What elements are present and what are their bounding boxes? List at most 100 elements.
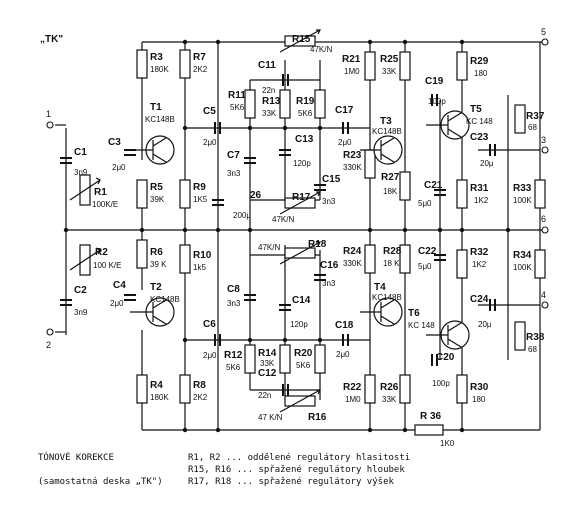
label-r34: R34 — [513, 250, 532, 261]
transistor-t3 — [360, 135, 403, 165]
value-r30: 180 — [472, 395, 486, 404]
label-r18: R18 — [308, 239, 327, 250]
value-c22: 5μ0 — [418, 262, 432, 271]
label-c5: C5 — [203, 106, 216, 117]
terminal-6: 6 — [541, 214, 546, 224]
label-c19: C19 — [425, 76, 444, 87]
value-r13: 33K — [262, 109, 277, 118]
label-c17: C17 — [335, 105, 354, 116]
capacitor-c13 — [279, 149, 291, 156]
value-r31: 1K2 — [474, 196, 489, 205]
label-t3: T3 — [380, 116, 392, 127]
label-t5: T5 — [470, 104, 482, 115]
capacitor-c1 — [60, 157, 72, 164]
capacitors — [60, 74, 496, 396]
label-r36: R 36 — [420, 411, 442, 422]
resistor-r10 — [179, 244, 191, 274]
value-r10: 1k5 — [193, 263, 206, 272]
capacitor-c19 — [431, 94, 438, 106]
resistor-r26 — [399, 374, 411, 404]
transistor-t4 — [360, 297, 403, 327]
caption-line-3: R17, R18 ... spřažené regulátory výšek — [188, 477, 394, 487]
terminal-4: 4 — [541, 290, 546, 300]
resistor-r3 — [136, 49, 148, 79]
label-c8: C8 — [227, 284, 240, 295]
terminal-1: 1 — [46, 109, 51, 119]
resistor-r13 — [279, 89, 291, 119]
label-r20: R20 — [294, 348, 313, 359]
label-c26: 26 — [250, 190, 262, 201]
resistor-r32 — [456, 249, 468, 279]
label-r6: R6 — [150, 247, 163, 258]
value-r12: 5K6 — [226, 363, 241, 372]
label-r9: R9 — [193, 182, 206, 193]
resistor-r29 — [456, 51, 468, 81]
label-c11: C11 — [258, 60, 276, 71]
label-t1: T1 — [150, 102, 162, 113]
label-r37: R37 — [526, 111, 545, 122]
value-r22: 1M0 — [345, 395, 361, 404]
label-r4: R4 — [150, 380, 163, 391]
value-r34: 100K — [513, 263, 532, 272]
capacitor-c11 — [282, 74, 289, 86]
label-r3: R3 — [150, 52, 163, 63]
value-c18: 2μ0 — [336, 350, 350, 359]
caption-line-2: R15, R16 ... spřažené regulátory hloubek — [188, 465, 405, 475]
value-r18: 47K/N — [258, 243, 280, 252]
schematic-diagram: „TK" — [40, 27, 549, 448]
label-r23: R23 — [343, 150, 362, 161]
label-c18: C18 — [335, 320, 354, 331]
label-r29: R29 — [470, 56, 489, 67]
value-c24: 20μ — [478, 320, 492, 329]
value-c23: 20μ — [480, 159, 494, 168]
value-r15: 47K/N — [310, 45, 332, 54]
label-c1: C1 — [74, 147, 87, 158]
caption-line-1: R1, R2 ... oddělené regulátory hlasitost… — [188, 453, 411, 463]
value-r29: 180 — [474, 69, 488, 78]
value-c8: 3n3 — [227, 299, 241, 308]
value-c15: 3n3 — [322, 197, 336, 206]
label-r22: R22 — [343, 382, 362, 393]
label-c3: C3 — [108, 137, 121, 148]
value-c6: 2μ0 — [203, 351, 217, 360]
label-c23: C23 — [470, 132, 489, 143]
capacitor-c16 — [314, 274, 326, 281]
label-r17: R17 — [292, 192, 311, 203]
resistor-r30 — [456, 374, 468, 404]
label-r31: R31 — [470, 183, 489, 194]
value-r6: 39 K — [150, 260, 167, 269]
value-c17: 2μ0 — [338, 138, 352, 147]
value-c11: 22n — [262, 86, 275, 95]
capacitor-c23 — [489, 144, 496, 156]
resistor-r6 — [136, 239, 148, 269]
component-labels: R3 180K R7 2K2 T1 KC148B R5 39K R9 1K5 C… — [74, 34, 545, 448]
value-r32: 1K2 — [472, 260, 487, 269]
value-r28: 18 K — [383, 259, 400, 268]
label-r1: R1 — [94, 187, 107, 198]
caption-title: TÓNOVÉ KOREKCE — [38, 453, 114, 463]
value-c5: 2μ0 — [203, 138, 217, 147]
label-c6: C6 — [203, 319, 216, 330]
capacitor-c24 — [489, 299, 496, 311]
value-r23: 330K — [343, 163, 362, 172]
value-r17: 47K/N — [272, 215, 294, 224]
label-r5: R5 — [150, 182, 163, 193]
value-c16: 3n3 — [322, 279, 336, 288]
value-t2: KC148B — [150, 295, 180, 304]
label-c15: C15 — [322, 174, 341, 185]
label-t6: T6 — [408, 308, 420, 319]
transistor-t5 — [426, 110, 470, 140]
label-r28: R28 — [383, 246, 402, 257]
label-r33: R33 — [513, 183, 532, 194]
capacitor-c22 — [434, 254, 446, 261]
value-r38: 68 — [528, 345, 537, 354]
capacitor-c3 — [124, 149, 136, 156]
terminal-2: 2 — [46, 340, 51, 350]
label-r21: R21 — [342, 54, 361, 65]
capacitor-c21 — [434, 189, 446, 196]
capacitor-c2 — [60, 299, 72, 306]
value-r21: 1M0 — [344, 67, 360, 76]
resistor-r25 — [399, 51, 411, 81]
label-r26: R26 — [380, 382, 399, 393]
resistor-r19 — [314, 89, 326, 119]
